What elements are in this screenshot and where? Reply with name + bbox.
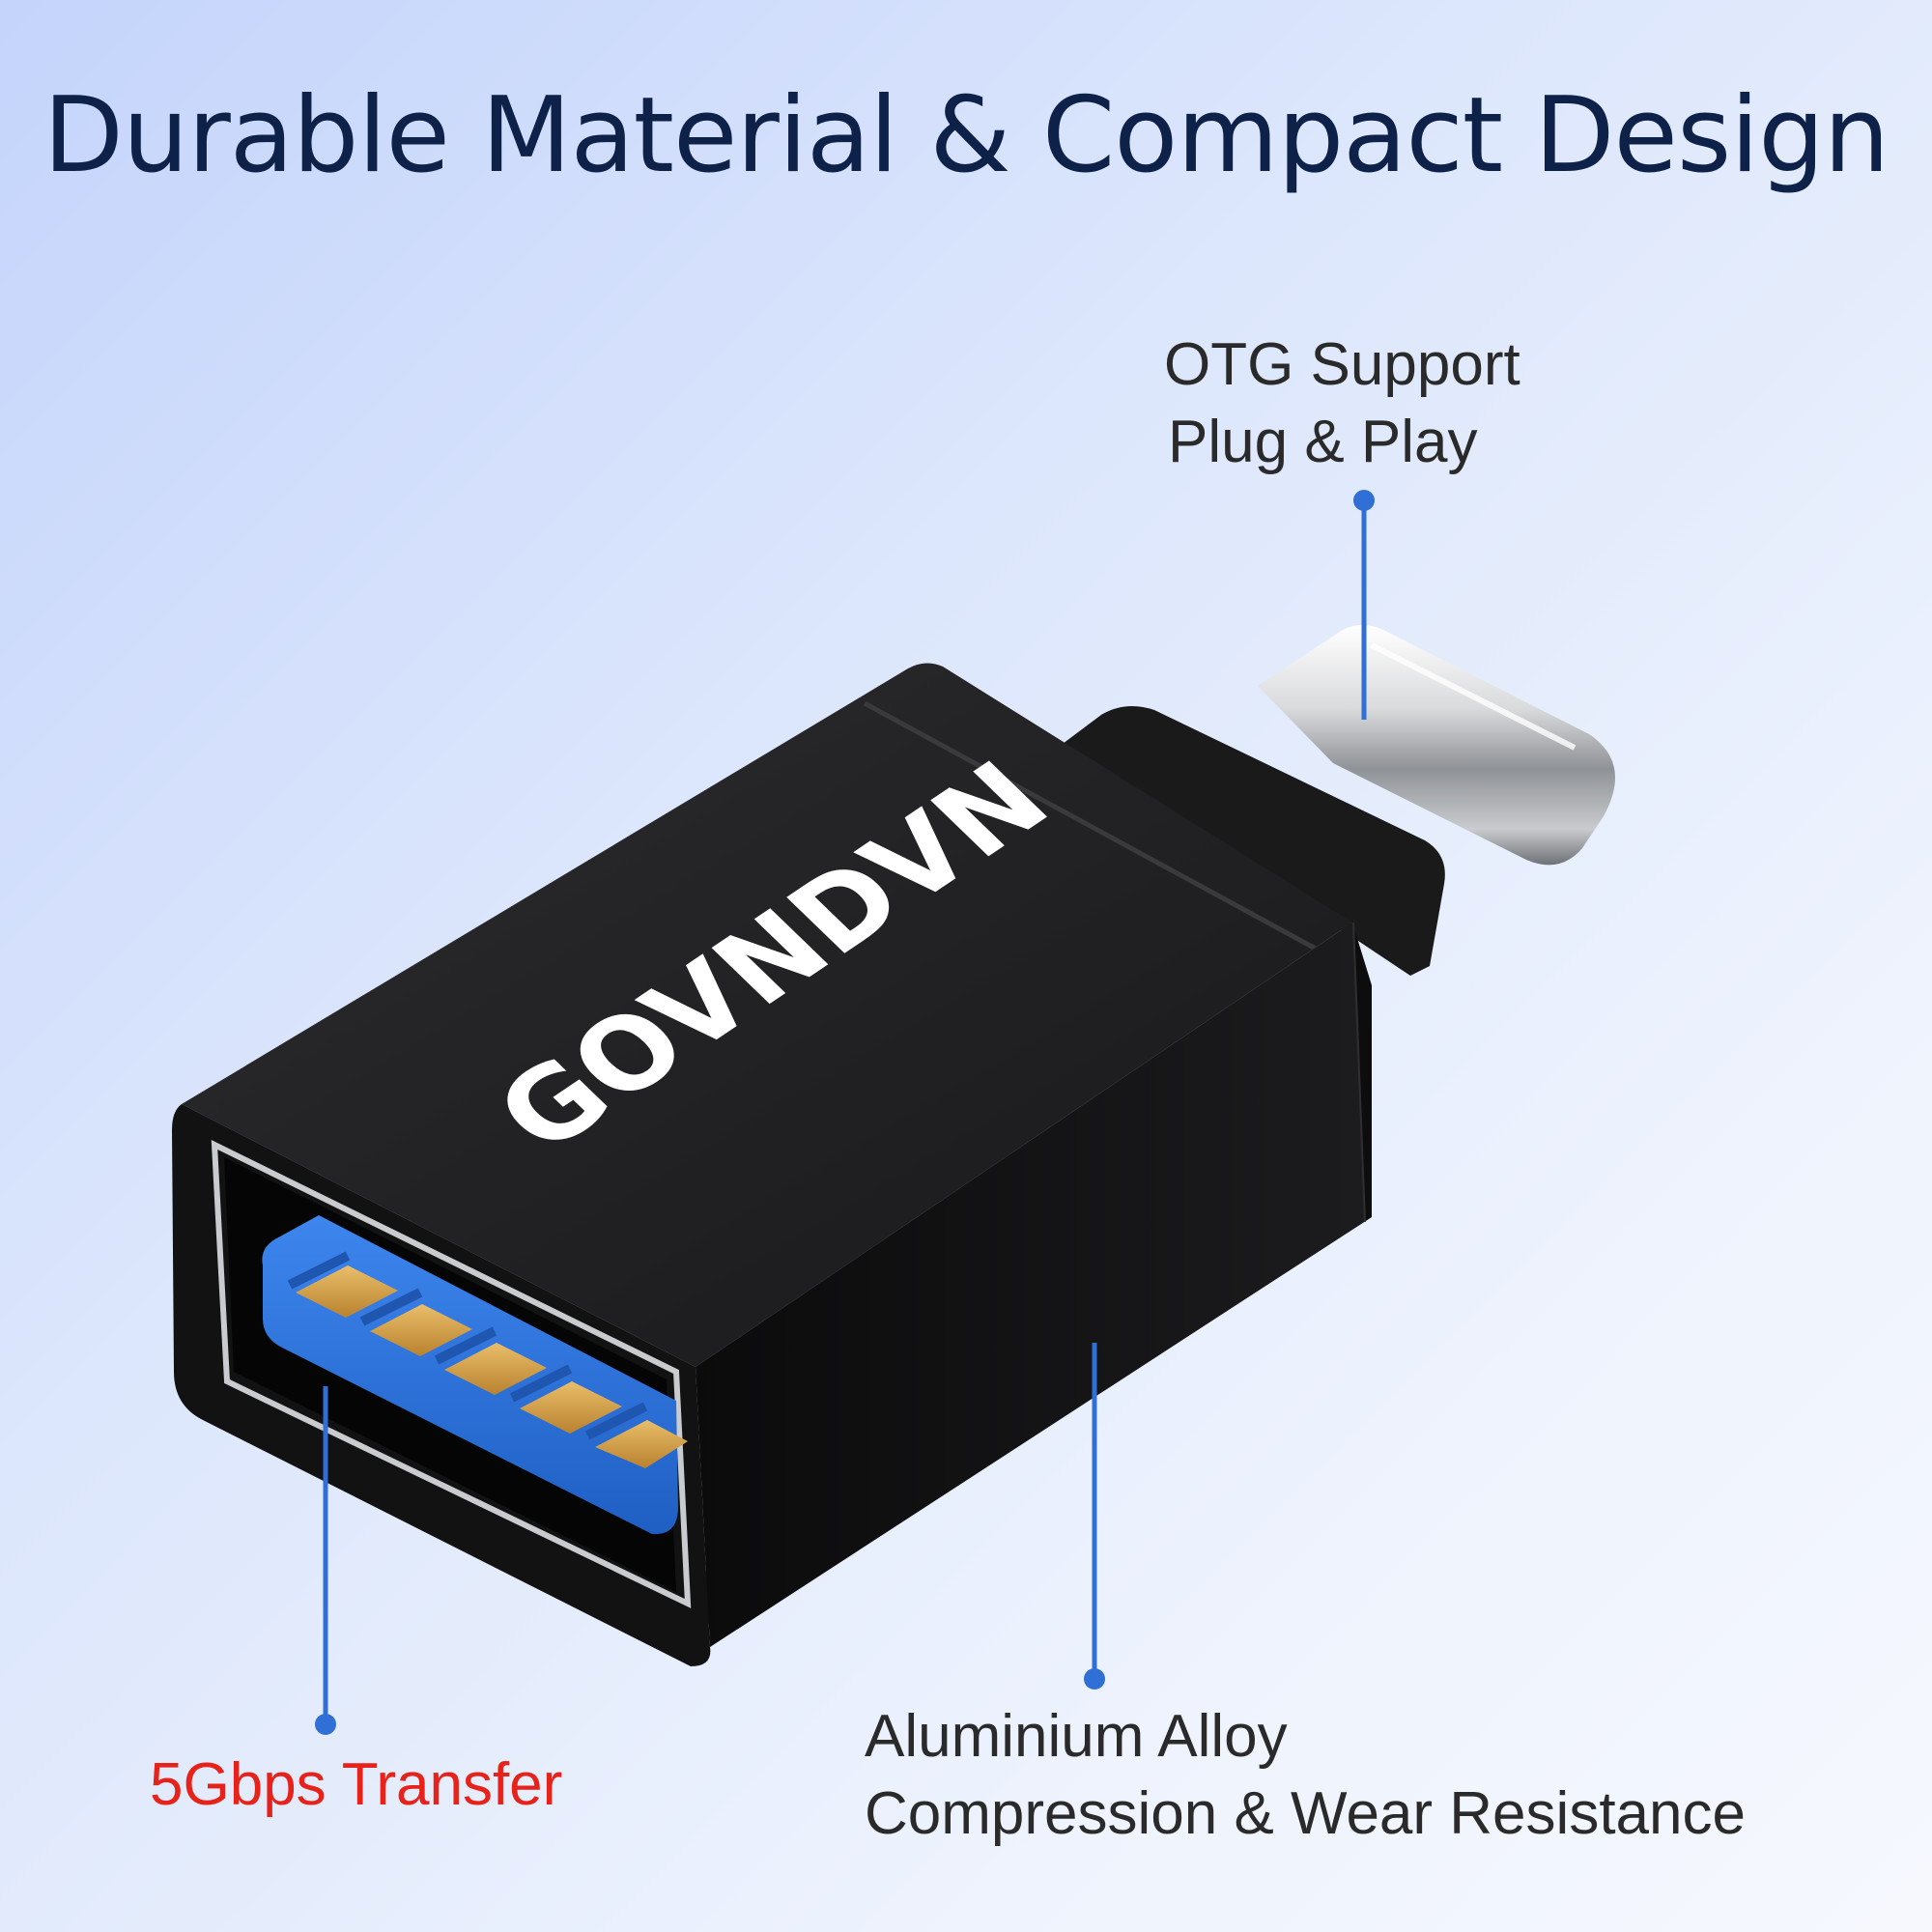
alloy-leader-dot (1084, 1668, 1105, 1690)
leader-lines (315, 490, 1375, 1735)
otg-callout: OTG Support Plug & Play (1164, 327, 1520, 481)
otg-support-text: OTG Support (1164, 331, 1520, 398)
transfer-leader-dot (315, 1714, 336, 1735)
otg-leader-dot (1353, 490, 1375, 511)
page-title: Durable Material & Compact Design (43, 75, 1890, 196)
alloy-callout: Aluminium Alloy Compression & Wear Resis… (865, 1698, 1746, 1853)
plug-and-play-text: Plug & Play (1168, 409, 1478, 475)
usb-c-plug (1063, 625, 1615, 976)
wear-resistance-text: Compression & Wear Resistance (865, 1780, 1746, 1847)
transfer-speed-text: 5Gbps Transfer (150, 1751, 563, 1818)
aluminium-alloy-text: Aluminium Alloy (865, 1703, 1288, 1770)
transfer-callout: 5Gbps Transfer (150, 1747, 562, 1824)
